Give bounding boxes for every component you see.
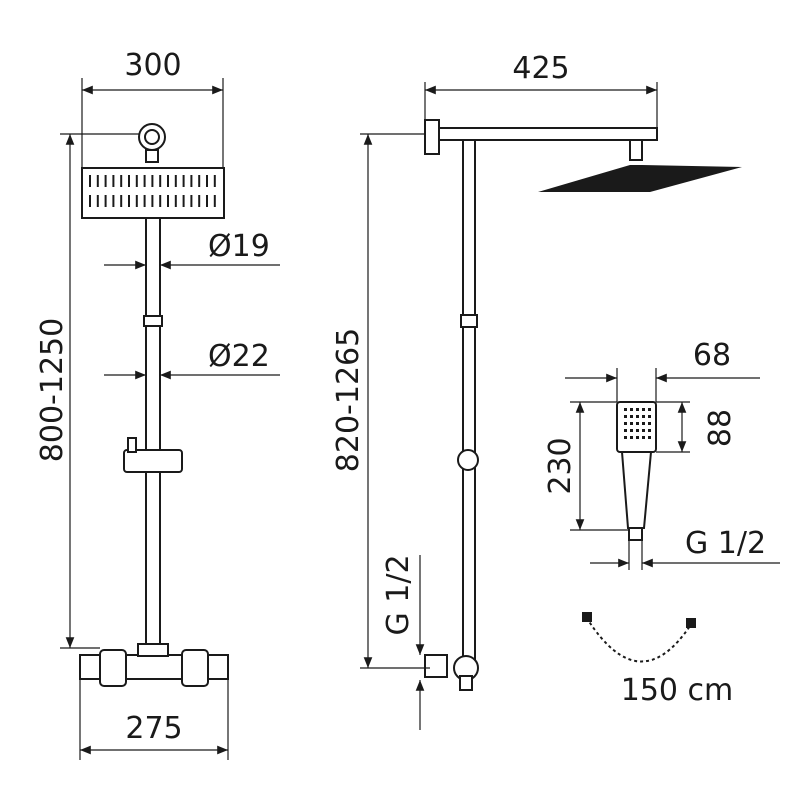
- lower-pipe: [145, 325, 161, 657]
- hand-shower-nozzles: [624, 408, 651, 439]
- nozzle: [642, 436, 645, 439]
- label-head-height: 88: [703, 409, 738, 447]
- nozzle: [624, 408, 627, 411]
- label-width-top: 300: [124, 48, 181, 83]
- nozzle: [642, 415, 645, 418]
- wall-bracket: [424, 119, 440, 155]
- nozzle: [642, 408, 645, 411]
- label-inlet-thread: G 1/2: [381, 554, 416, 635]
- nozzle: [642, 422, 645, 425]
- dimension-inlet-thread: G 1/2: [381, 554, 425, 730]
- dimension-diameter-19: Ø19: [104, 229, 280, 270]
- nozzle: [636, 415, 639, 418]
- shower-hose: 150 cm: [582, 612, 733, 708]
- upper-pipe-side: [462, 139, 476, 316]
- nozzle: [630, 429, 633, 432]
- front-view: 300 Ø19 Ø22: [35, 48, 280, 760]
- label-height-front: 800-1250: [35, 318, 70, 462]
- slider-knob: [457, 449, 479, 471]
- label-arm-length: 425: [512, 51, 569, 86]
- label-width-bottom: 275: [125, 711, 182, 746]
- nozzle: [648, 422, 651, 425]
- label-diameter-22: Ø22: [208, 339, 270, 374]
- nozzle: [648, 436, 651, 439]
- rain-shower-head-side: [538, 165, 742, 192]
- upper-pipe: [145, 217, 161, 319]
- nozzle: [630, 436, 633, 439]
- hand-shower: 68 88 230 G 1/2: [543, 338, 780, 570]
- label-thread: G 1/2: [685, 526, 766, 561]
- dimension-height-front: 800-1250: [35, 133, 140, 649]
- label-total-length: 230: [543, 437, 578, 494]
- dimension-width-bottom: 275: [79, 680, 229, 760]
- dimension-head-width: 68: [565, 338, 760, 402]
- nozzle: [648, 408, 651, 411]
- nozzle: [648, 429, 651, 432]
- dimension-total-length: 230: [543, 401, 628, 531]
- label-height-side: 820-1265: [331, 328, 366, 472]
- label-hose-length: 150 cm: [621, 673, 734, 708]
- nozzle: [642, 429, 645, 432]
- nozzle: [630, 422, 633, 425]
- nozzle: [636, 408, 639, 411]
- nozzle: [624, 429, 627, 432]
- shower-arm: [438, 127, 658, 141]
- mixer-side: [424, 654, 448, 678]
- dimension-height-side: 820-1265: [331, 133, 430, 669]
- side-view: 425 820-1265 G 1/2: [331, 51, 742, 730]
- nozzle: [624, 422, 627, 425]
- nozzle: [630, 408, 633, 411]
- label-head-width: 68: [693, 338, 731, 373]
- nozzle: [636, 436, 639, 439]
- dimension-width-top: 300: [81, 48, 224, 168]
- hand-shower-handle: [620, 451, 653, 529]
- nozzle: [636, 422, 639, 425]
- dimension-arm-length: 425: [424, 51, 658, 128]
- label-diameter-19: Ø19: [208, 229, 270, 264]
- nozzle: [624, 436, 627, 439]
- dimension-diameter-22: Ø22: [104, 339, 280, 380]
- dimension-head-height: 88: [656, 401, 738, 453]
- nozzle: [636, 429, 639, 432]
- dimension-thread: G 1/2: [590, 526, 780, 570]
- nozzle: [624, 415, 627, 418]
- nozzle: [648, 415, 651, 418]
- hand-shower-holder: [123, 449, 183, 473]
- nozzle: [630, 415, 633, 418]
- shower-head-nozzles: [89, 175, 216, 207]
- lower-pipe-side: [462, 326, 476, 663]
